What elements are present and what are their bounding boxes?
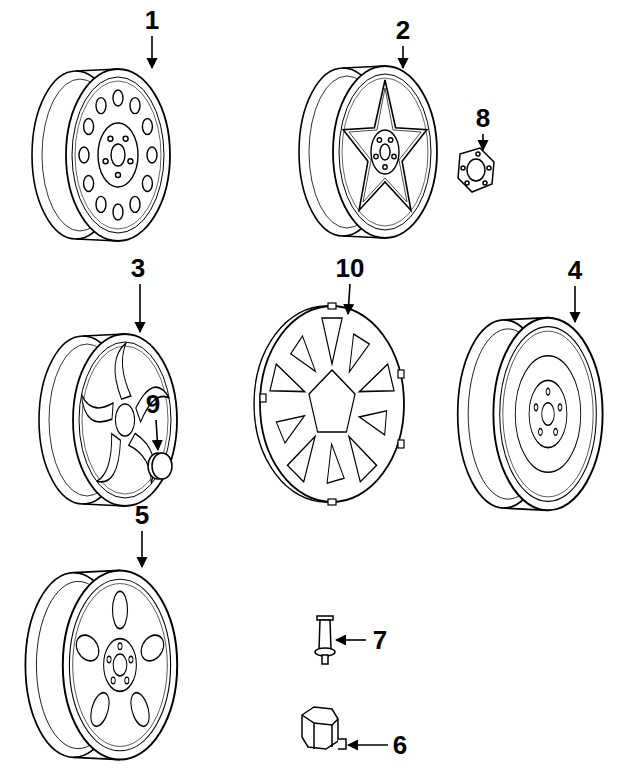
- callout-number: 4: [568, 257, 582, 283]
- callout-number: 8: [476, 105, 490, 131]
- callout-number: 10: [336, 255, 365, 281]
- callout-number: 2: [396, 17, 410, 43]
- callout-number: 5: [135, 502, 149, 528]
- callout-number: 1: [145, 7, 159, 33]
- callout-number: 6: [393, 732, 407, 758]
- callout-number: 3: [131, 255, 145, 281]
- callout-number: 9: [146, 391, 160, 417]
- callout-number: 7: [373, 627, 387, 653]
